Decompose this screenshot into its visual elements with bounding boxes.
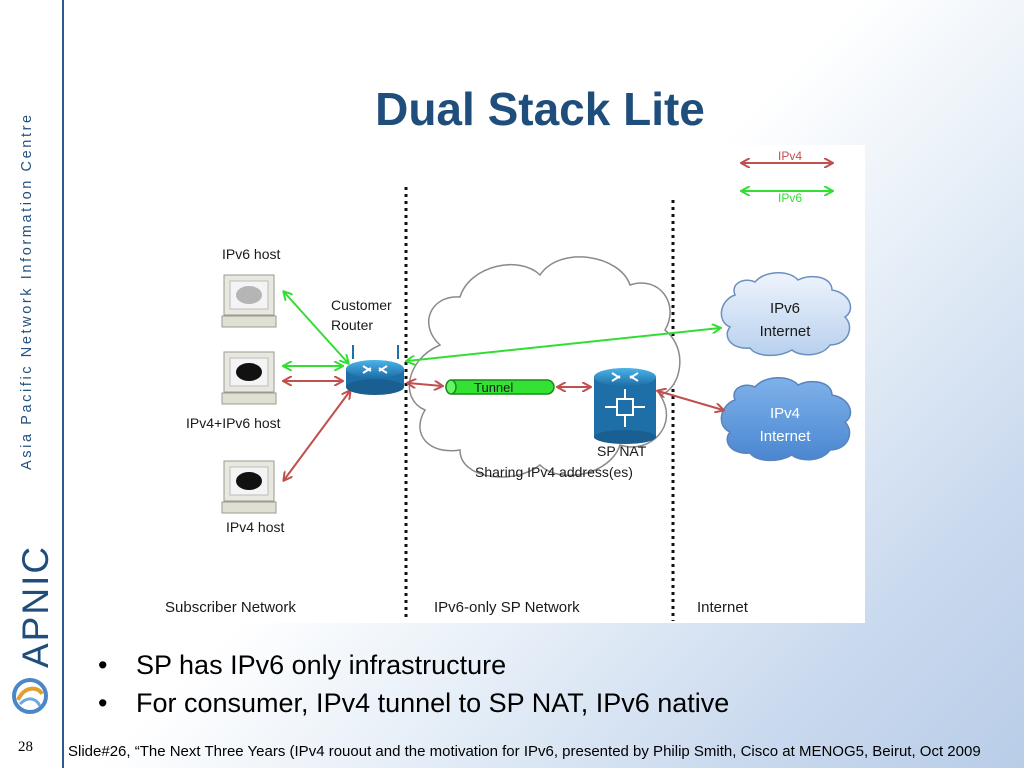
ipv4-host-label: IPv4 host: [226, 519, 284, 535]
link-ipv6-host-router: [284, 292, 348, 363]
page-number: 28: [18, 739, 33, 755]
link-router-tunnel: [408, 383, 442, 386]
ipv6-internet-label-2: Internet: [760, 323, 812, 340]
zone-sp-label: IPv6-only SP Network: [434, 599, 580, 616]
ipv6-host-label: IPv6 host: [222, 246, 280, 262]
ipv4-internet-label-1: IPv4: [770, 405, 800, 422]
zone-subscriber-label: Subscriber Network: [165, 599, 296, 616]
apnic-brand: APNIC: [15, 544, 56, 668]
dual-stack-host-label: IPv4+IPv6 host: [186, 415, 281, 431]
sp-nat-label: SP NAT: [597, 443, 647, 459]
dual-stack-host-icon: [221, 351, 277, 405]
apnic-logo-icon: [10, 676, 50, 716]
ipv4-host-icon: [221, 460, 277, 514]
ipv4-internet-cloud: [720, 377, 852, 462]
router-label-1: Customer: [331, 297, 392, 313]
sp-nat-icon: [594, 368, 656, 444]
zone-internet-label: Internet: [697, 599, 749, 616]
link-ipv4-host-router: [284, 391, 350, 480]
dual-stack-lite-diagram: IPv4 IPv6 IPv6 Internet IPv4 Internet IP…: [160, 145, 865, 623]
ipv6-host-icon: [221, 274, 277, 328]
slide-footer-citation: Slide#26, “The Next Three Years (IPv4 ro…: [68, 743, 981, 760]
link-sp-nat-ipv4-internet: [658, 391, 723, 410]
ipv6-internet-cloud: [720, 272, 852, 357]
router-label-2: Router: [331, 317, 373, 333]
tunnel-icon: [445, 379, 555, 395]
bullet-list: SP has IPv6 only infrastructure For cons…: [98, 646, 729, 722]
legend: IPv4 IPv6: [742, 149, 832, 205]
link-router-ipv6-internet: [407, 328, 720, 361]
org-name: Asia Pacific Network Information Centre: [19, 112, 35, 470]
bullet-item: For consumer, IPv4 tunnel to SP NAT, IPv…: [98, 684, 729, 722]
bullet-item: SP has IPv6 only infrastructure: [98, 646, 729, 684]
legend-ipv4-label: IPv4: [778, 149, 802, 163]
ipv6-internet-label-1: IPv6: [770, 300, 800, 317]
ipv4-internet-label-2: Internet: [760, 428, 812, 445]
tunnel-label: Tunnel: [474, 380, 513, 395]
legend-ipv6-label: IPv6: [778, 191, 802, 205]
sp-nat-sublabel: Sharing IPv4 address(es): [475, 464, 633, 480]
sidebar: Asia Pacific Network Information Centre …: [0, 0, 64, 768]
customer-router-icon: [346, 345, 404, 395]
slide-title: Dual Stack Lite: [375, 83, 705, 135]
